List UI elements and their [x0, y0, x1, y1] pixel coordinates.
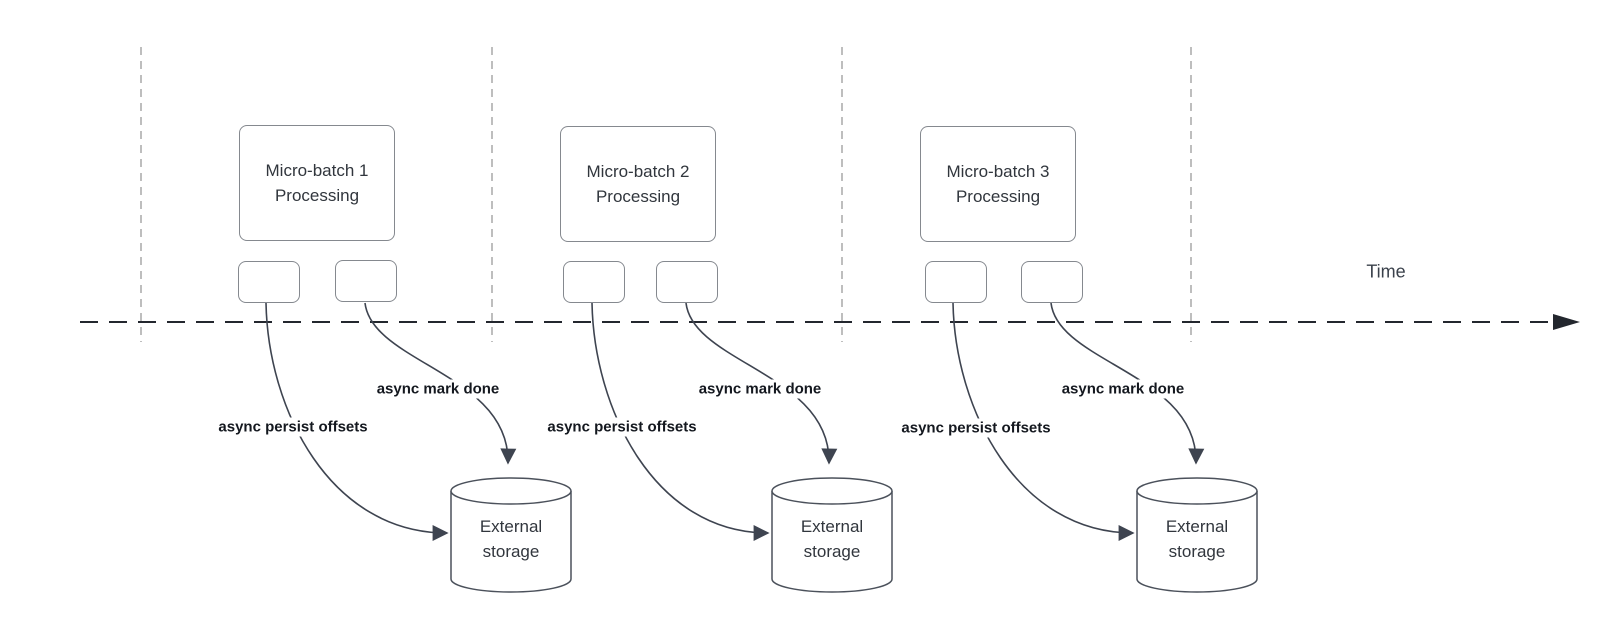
cylinder-body — [771, 491, 893, 593]
micro-batch-2-label: Micro-batch 2 Processing — [586, 162, 690, 206]
mark-done-label-1: async mark done — [373, 379, 503, 399]
persist-offsets-label-1: async persist offsets — [215, 417, 371, 437]
external-storage-label-2: External storage — [800, 517, 864, 561]
batch-1-offsets-task-box — [238, 261, 300, 303]
batch-1-done-task-box — [335, 260, 397, 302]
cylinder-body — [1136, 491, 1258, 593]
mark-done-arrow-1 — [364, 302, 517, 465]
persist-offsets-arrow-1 — [265, 302, 449, 541]
cylinder-top — [1136, 477, 1258, 505]
persist-offsets-label-3: async persist offsets — [898, 418, 1054, 438]
time-axis-label: Time — [1366, 261, 1406, 282]
external-storage-cylinder-3 — [1136, 477, 1258, 593]
batch-2-done-task-box — [656, 261, 718, 303]
persist-offsets-arrow-2 — [591, 302, 770, 541]
external-storage-cylinder-1 — [450, 477, 572, 593]
batch-3-offsets-task-box — [925, 261, 987, 303]
batch-2-offsets-task-box — [563, 261, 625, 303]
cylinder-body — [450, 491, 572, 593]
micro-batch-1-box: Micro-batch 1 Processing — [239, 125, 395, 241]
persist-offsets-arrow-3 — [952, 302, 1135, 541]
external-storage-cylinder-2 — [771, 477, 893, 593]
micro-batch-2-box: Micro-batch 2 Processing — [560, 126, 716, 242]
mark-done-label-3: async mark done — [1058, 379, 1188, 399]
micro-batch-3-box: Micro-batch 3 Processing — [920, 126, 1076, 242]
persist-offsets-label-2: async persist offsets — [544, 417, 700, 437]
external-storage-label-1: External storage — [479, 517, 543, 561]
mark-done-arrow-3 — [1050, 302, 1205, 465]
micro-batch-3-label: Micro-batch 3 Processing — [946, 162, 1050, 206]
batch-3-done-task-box — [1021, 261, 1083, 303]
mark-done-arrow-2 — [685, 302, 838, 465]
external-storage-label-3: External storage — [1165, 517, 1229, 561]
cylinder-top — [450, 477, 572, 505]
cylinder-top — [771, 477, 893, 505]
time-axis-arrow-icon — [1553, 314, 1580, 330]
mark-done-label-2: async mark done — [695, 379, 825, 399]
micro-batch-1-label: Micro-batch 1 Processing — [265, 161, 369, 205]
